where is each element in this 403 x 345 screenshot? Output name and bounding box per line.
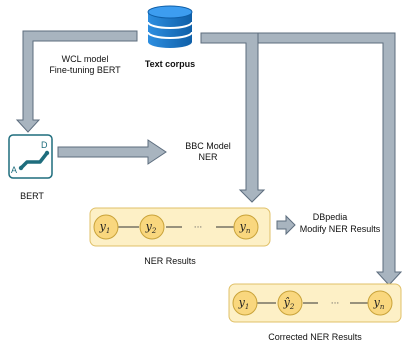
ner-node-1 [93,214,119,240]
ner-node-label-4: yn [239,220,251,235]
corrected-node-label-1: y1 [238,296,250,311]
dbpedia-label: DBpedia [312,212,348,222]
ner-sequence-box: y1 y2 ··· yn [89,207,271,247]
corrected-ner-results-label: Corrected NER Results [268,332,362,342]
ner-node-4 [233,214,259,240]
database-icon [147,5,193,48]
bbc-model-label: BBC Model [185,141,231,151]
wcl-model-label: WCL model [61,54,109,64]
modify-ner-label: Modify NER Results [299,224,381,234]
ner-node-label-2: y2 [145,220,157,235]
arrow-ner-to-dbpedia [276,214,296,236]
arrow-corpus-to-ner [200,32,266,203]
corrected-node-2 [277,290,303,316]
arrow-corpus-to-bert [15,30,138,133]
arrow-bert-to-bbc [57,139,167,165]
ner-node-label-1: y1 [99,220,111,235]
bert-icon: A D [8,134,53,179]
corrected-node-1 [232,290,258,316]
corrected-node-label-4: yn [373,296,385,311]
fine-tuning-label: Fine-tuning BERT [49,65,121,75]
ner-ellipsis: ··· [194,223,203,233]
bert-icon-letter-a: A [11,165,17,175]
corrected-node-4 [367,290,393,316]
corrected-sequence-box: y1 ŷ2 ··· yn [228,283,402,323]
bbc-ner-label: NER [198,152,218,162]
ner-results-label: NER Results [144,256,196,266]
arrow-corpus-to-corrected [257,32,403,286]
text-corpus-label: Text corpus [144,59,196,69]
bert-icon-letter-d: D [41,140,48,150]
corrected-node-label-2: ŷ2 [283,296,295,311]
corrected-ellipsis: ··· [331,299,340,309]
ner-node-2 [139,214,165,240]
bert-label: BERT [20,191,44,201]
